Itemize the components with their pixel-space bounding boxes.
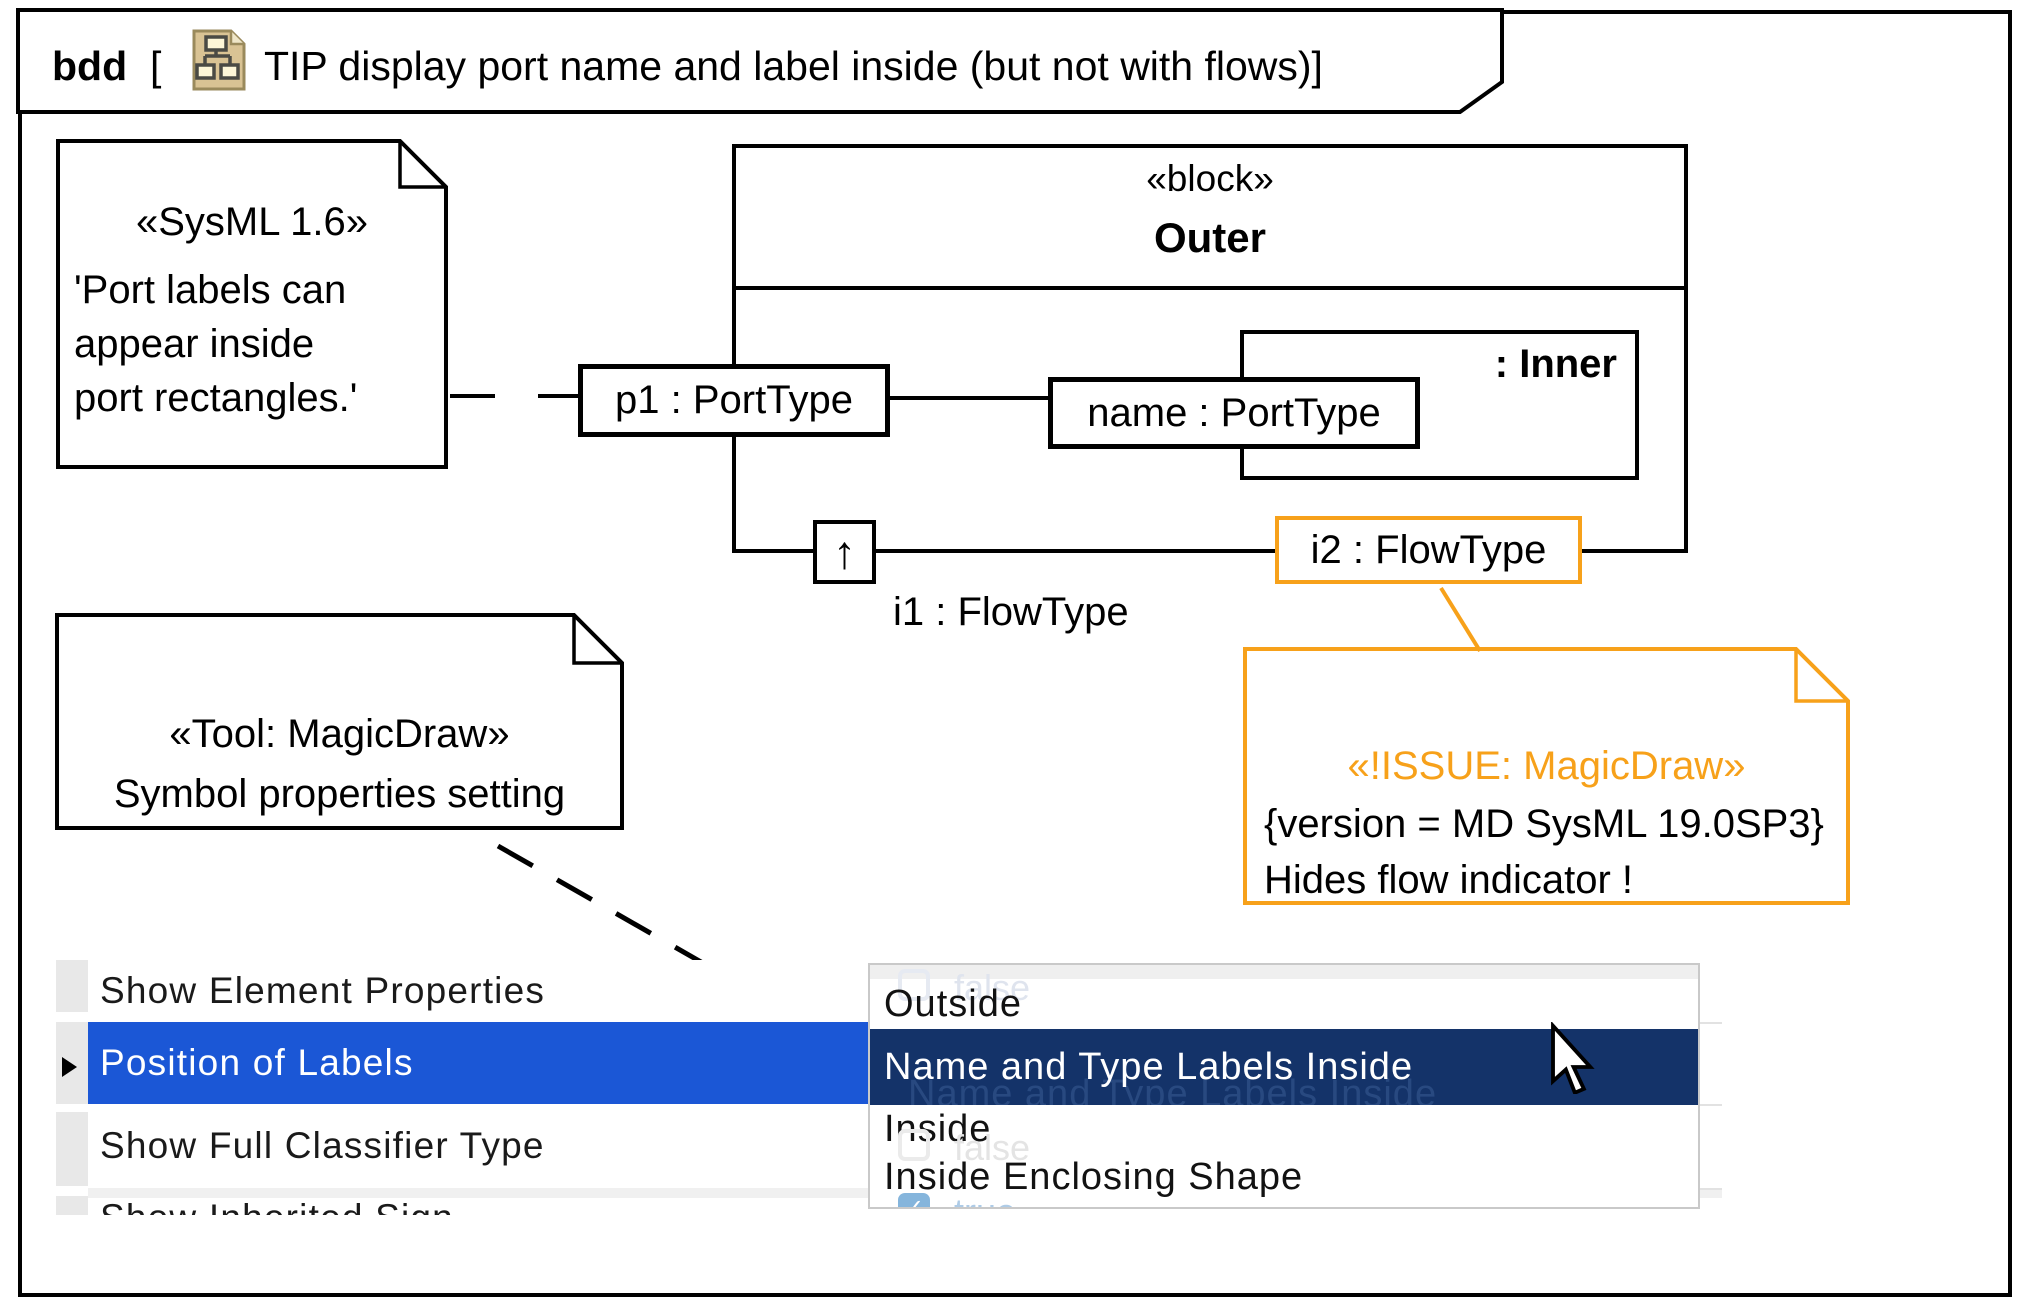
port-i2[interactable]: i2 : FlowType [1275,516,1582,584]
diagram-document-icon [192,29,246,91]
ghost-checkbox-icon [898,1129,930,1161]
ghost-checkbox-icon [898,969,930,1001]
flow-direction-indicator-icon[interactable]: ↑ [813,520,876,584]
inner-part-label: : Inner [1494,342,1617,386]
ghost-value-text: true [954,1191,1016,1207]
row-separator [1700,1022,1722,1024]
outer-block-name: Outer [1153,214,1266,261]
ghost-check-icon: ✓ [898,1193,930,1207]
dropdown-item-name-and-type-labels-inside: Name and Type Labels Inside [884,1046,1414,1088]
gutter-separator [56,1104,88,1112]
dropdown-item-inside-enclosing-shape[interactable]: Inside Enclosing Shape [884,1156,1304,1198]
row-separator [1700,1188,1722,1190]
port-name[interactable]: name : PortType [1048,377,1420,449]
sysml-note-stereotype: «SysML 1.6» [136,200,368,244]
tool-note-stereotype: «Tool: MagicDraw» [169,712,510,756]
row-separator [1700,1104,1722,1106]
dropdown-item-outside[interactable]: Outside [884,983,1022,1025]
issue-note-body: Hides flow indicator ! [1264,858,1634,902]
dropdown-top-strip [870,965,1698,979]
p1-to-name-connector [890,396,1048,400]
gutter-separator [56,1012,88,1022]
port-p1[interactable]: p1 : PortType [578,364,890,437]
panel-row-show-element-properties[interactable]: Show Element Properties [100,970,546,1011]
tool-note-body: Symbol properties setting [113,772,566,816]
sysml-note-body-line: 'Port labels can [74,268,347,312]
sysml-note-body-line: port rectangles.' [74,376,358,420]
panel-row-show-full-classifier-type[interactable]: Show Full Classifier Type [100,1125,545,1166]
issue-note-constraint: {version = MD SysML 19.0SP3} [1264,802,1824,846]
diagram-header-bracket: [ [150,43,162,89]
selected-row-highlight [88,1022,868,1104]
outer-block-compartment-divider [736,286,1684,290]
mouse-cursor-icon [1551,1022,1595,1094]
sysml-note-body-line: appear inside [74,322,315,366]
gutter-separator [56,1186,88,1196]
issue-note-stereotype: «!ISSUE: MagicDraw» [1347,744,1746,788]
ghost-value-text: false [954,967,1031,1008]
panel-row-position-of-labels[interactable]: Position of Labels [100,1042,414,1083]
panel-row-show-inherited-sign[interactable]: Show Inherited Sign [100,1196,454,1215]
flow-port-i1-label: i1 : FlowType [893,590,1129,634]
diagram-title: TIP display port name and label inside (… [264,43,1323,89]
panel-row-gutter [56,960,88,1215]
outer-block-shape[interactable] [732,144,1688,553]
ghost-value-text: false [954,1127,1031,1168]
outer-block-stereotype: «block» [1146,158,1274,199]
position-of-labels-dropdown: false Outside Name and Type Labels Insid… [868,963,1700,1209]
diagram-kind-label: bdd [52,43,128,89]
row-expand-arrow-icon[interactable] [62,1057,77,1077]
dropdown-selection-ghost-echo: Name and Type Labels Inside [908,1073,1438,1105]
